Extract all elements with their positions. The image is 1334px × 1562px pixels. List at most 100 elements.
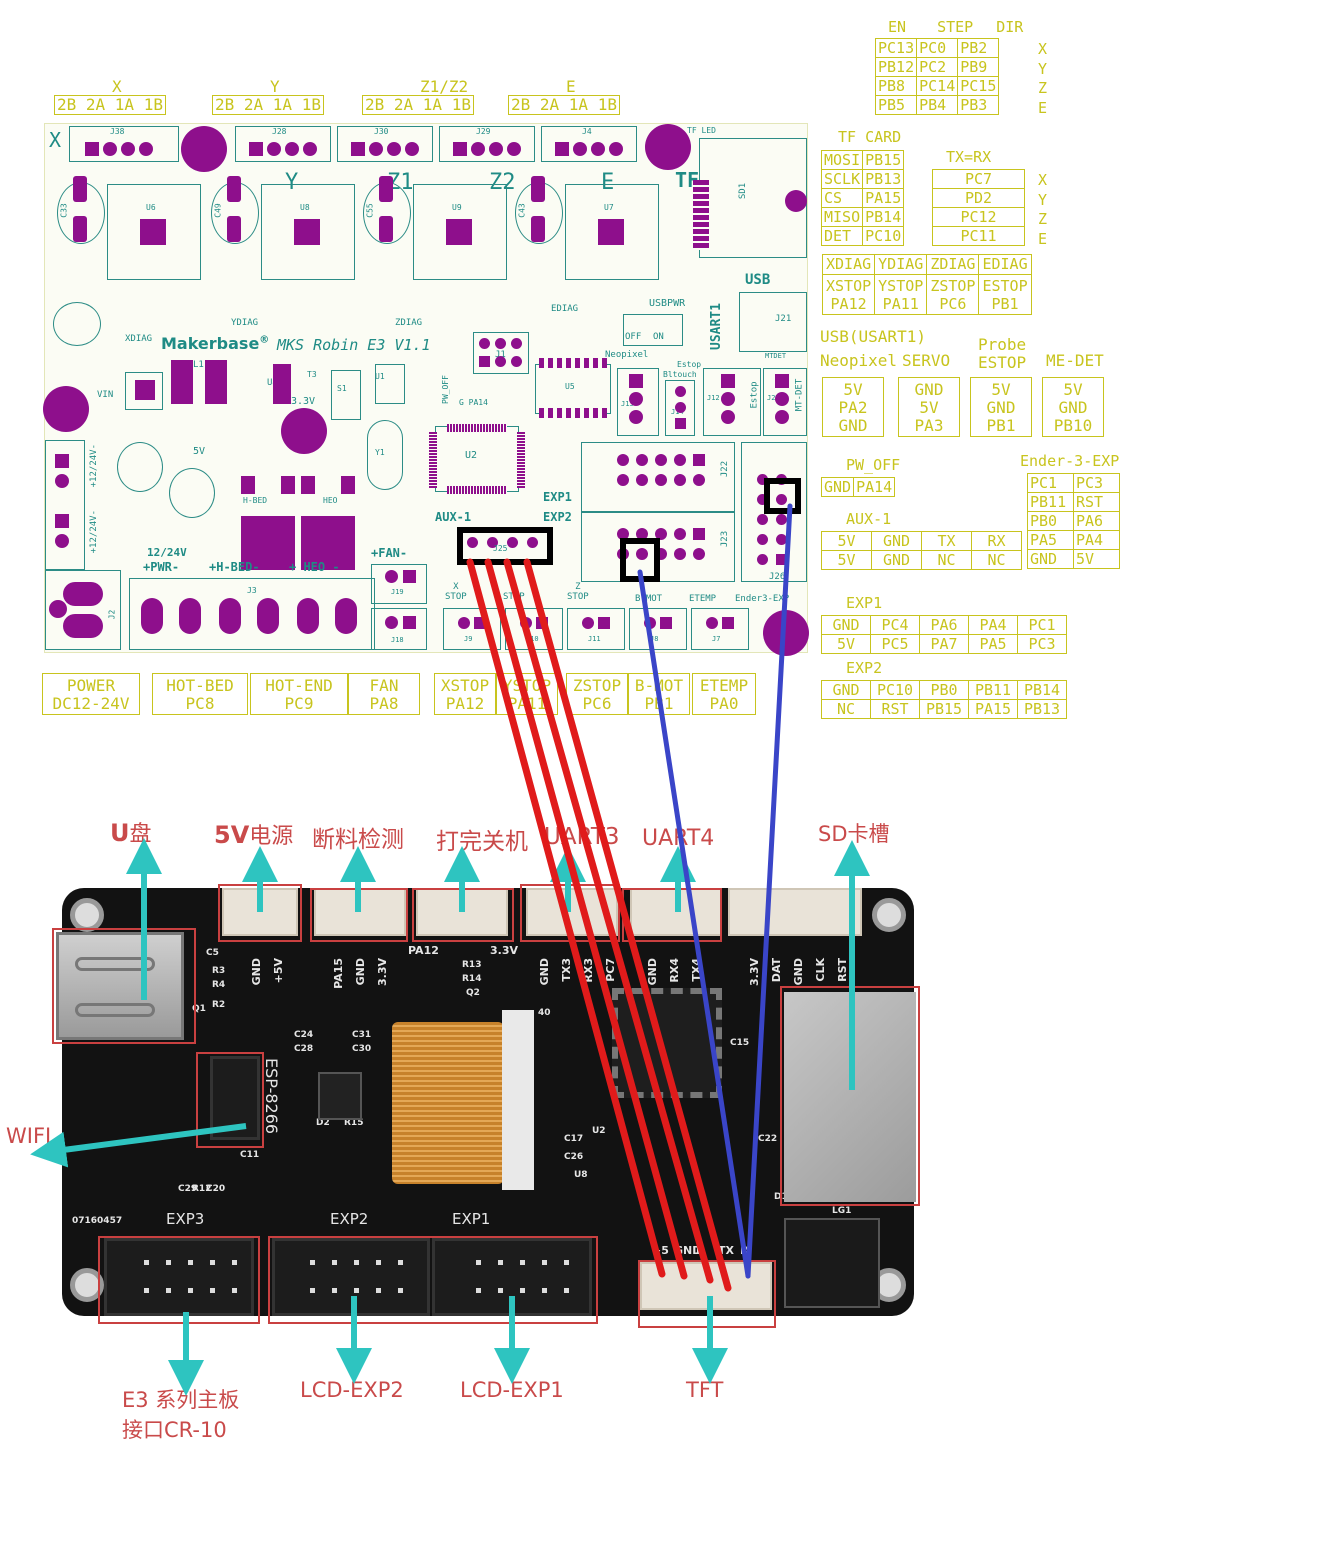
component-ref: C24 [294, 1030, 314, 1040]
mounting-hole [181, 126, 227, 172]
component-ref: C28 [294, 1044, 314, 1054]
connector-j29: J29 [439, 126, 535, 162]
aux-port-pins: 5V GND PB1 [970, 377, 1032, 437]
component-ref: R3 [212, 966, 226, 976]
driver-row-axis: Y [1038, 59, 1048, 78]
motor-header-axis: Z1/Z2 [420, 77, 469, 96]
component-ref: D2 [316, 1118, 330, 1128]
axis-mark-x: X [49, 128, 62, 152]
board-model: MKS Robin E3 V1.1 [277, 336, 431, 354]
diag-header: YDIAG [874, 254, 928, 275]
endstop-connector: J11 [567, 608, 625, 650]
red-wire [523, 558, 732, 1292]
component-ref: C5 [206, 948, 219, 958]
mounting-hole [43, 386, 89, 432]
stepper-driver-module: U7 [565, 184, 659, 280]
driver-row-axis: E [1038, 98, 1048, 117]
pw-off-title: PW_OFF [846, 456, 901, 474]
component-ref: U2 [592, 1126, 606, 1136]
driver-row-axis: Z [1038, 79, 1048, 97]
usb-a-port[interactable] [56, 932, 184, 1040]
component-ref: U8 [574, 1170, 588, 1180]
ribbon-cable [392, 1022, 504, 1184]
arrow-wifi [30, 1123, 247, 1168]
aux-port-title: ME-DET [1046, 351, 1104, 370]
motor-header-pins: 2B 2A 1A 1B [54, 95, 166, 115]
mounting-hole [872, 898, 906, 932]
ender3-exp-title: Ender-3-EXP [1020, 452, 1120, 470]
diag-stop: XSTOP PA12 [821, 274, 876, 315]
bottom-connector-label: FAN PA8 [348, 673, 420, 715]
red-wire [484, 558, 688, 1280]
stepper-driver-module: U9 [413, 184, 507, 280]
component-ref: R2 [212, 1000, 226, 1010]
usb-usart1-label: USB(USART1) [820, 327, 926, 346]
motor-header-axis: E [566, 77, 576, 96]
component-ref: C29 [178, 1184, 198, 1194]
connector-j28: J28 [235, 126, 331, 162]
red-wire [466, 558, 666, 1278]
component-ref: C11 [240, 1150, 260, 1160]
mounting-hole [645, 124, 691, 170]
udisk-highlight [52, 928, 196, 1044]
aux1-highlight [457, 527, 553, 565]
exp3-header[interactable] [104, 1238, 254, 1316]
diag-stop: ZSTOP PC6 [926, 274, 980, 315]
endstop-connector: J7 [691, 608, 749, 650]
motor-header-axis: X [112, 77, 122, 96]
bottom-connector-label: HOT-BED PC8 [152, 673, 248, 715]
connector-sd-spi[interactable] [728, 888, 862, 936]
connector-j30: J30 [337, 126, 433, 162]
esp8266-header[interactable] [210, 1056, 260, 1140]
motor-header-pins: 2B 2A 1A 1B [362, 95, 474, 115]
component-ref: LG1 [832, 1206, 852, 1216]
bottom-connector-label: HOT-END PC9 [250, 673, 348, 715]
component-ref: Q2 [466, 988, 480, 998]
aux-port-pins: 5V GND PB10 [1042, 377, 1104, 437]
pw-off-table: GND PA14 [820, 477, 896, 497]
stepper-driver-module: U8 [261, 184, 355, 280]
blue-wire [745, 503, 793, 1279]
exp1-title: EXP1 [846, 594, 883, 612]
aux-port-title: SERVO [902, 351, 951, 370]
aux-port-title: Neopixel [820, 351, 898, 370]
component-ref: C26 [564, 1152, 584, 1162]
component-ref: R13 [462, 960, 482, 970]
callout-arrows [30, 838, 870, 1396]
uart-row-axis: E [1038, 229, 1048, 248]
exp1-header-j22 [581, 442, 735, 512]
motor-header-pins: 2B 2A 1A 1B [508, 95, 620, 115]
component-ref: R15 [344, 1118, 364, 1128]
label-e3-line2: 接口CR-10 [122, 1418, 227, 1442]
blue-wire [637, 569, 751, 1279]
bottom-connector-label: XSTOP PA12 [434, 673, 496, 715]
exp3-highlight [98, 1236, 260, 1324]
power-terminal-j3 [129, 578, 375, 650]
endstop-connector: J8 [629, 608, 687, 650]
component-ref: 40 [538, 1008, 551, 1018]
component-ref: C15 [730, 1038, 750, 1048]
component-ref: Q1 [192, 1004, 206, 1014]
stepper-driver-module: U6 [107, 184, 201, 280]
driver-row-axis: X [1038, 40, 1048, 58]
usb-connector-j21 [739, 292, 807, 352]
bottom-connector-label: ZSTOP PC6 [566, 673, 628, 715]
